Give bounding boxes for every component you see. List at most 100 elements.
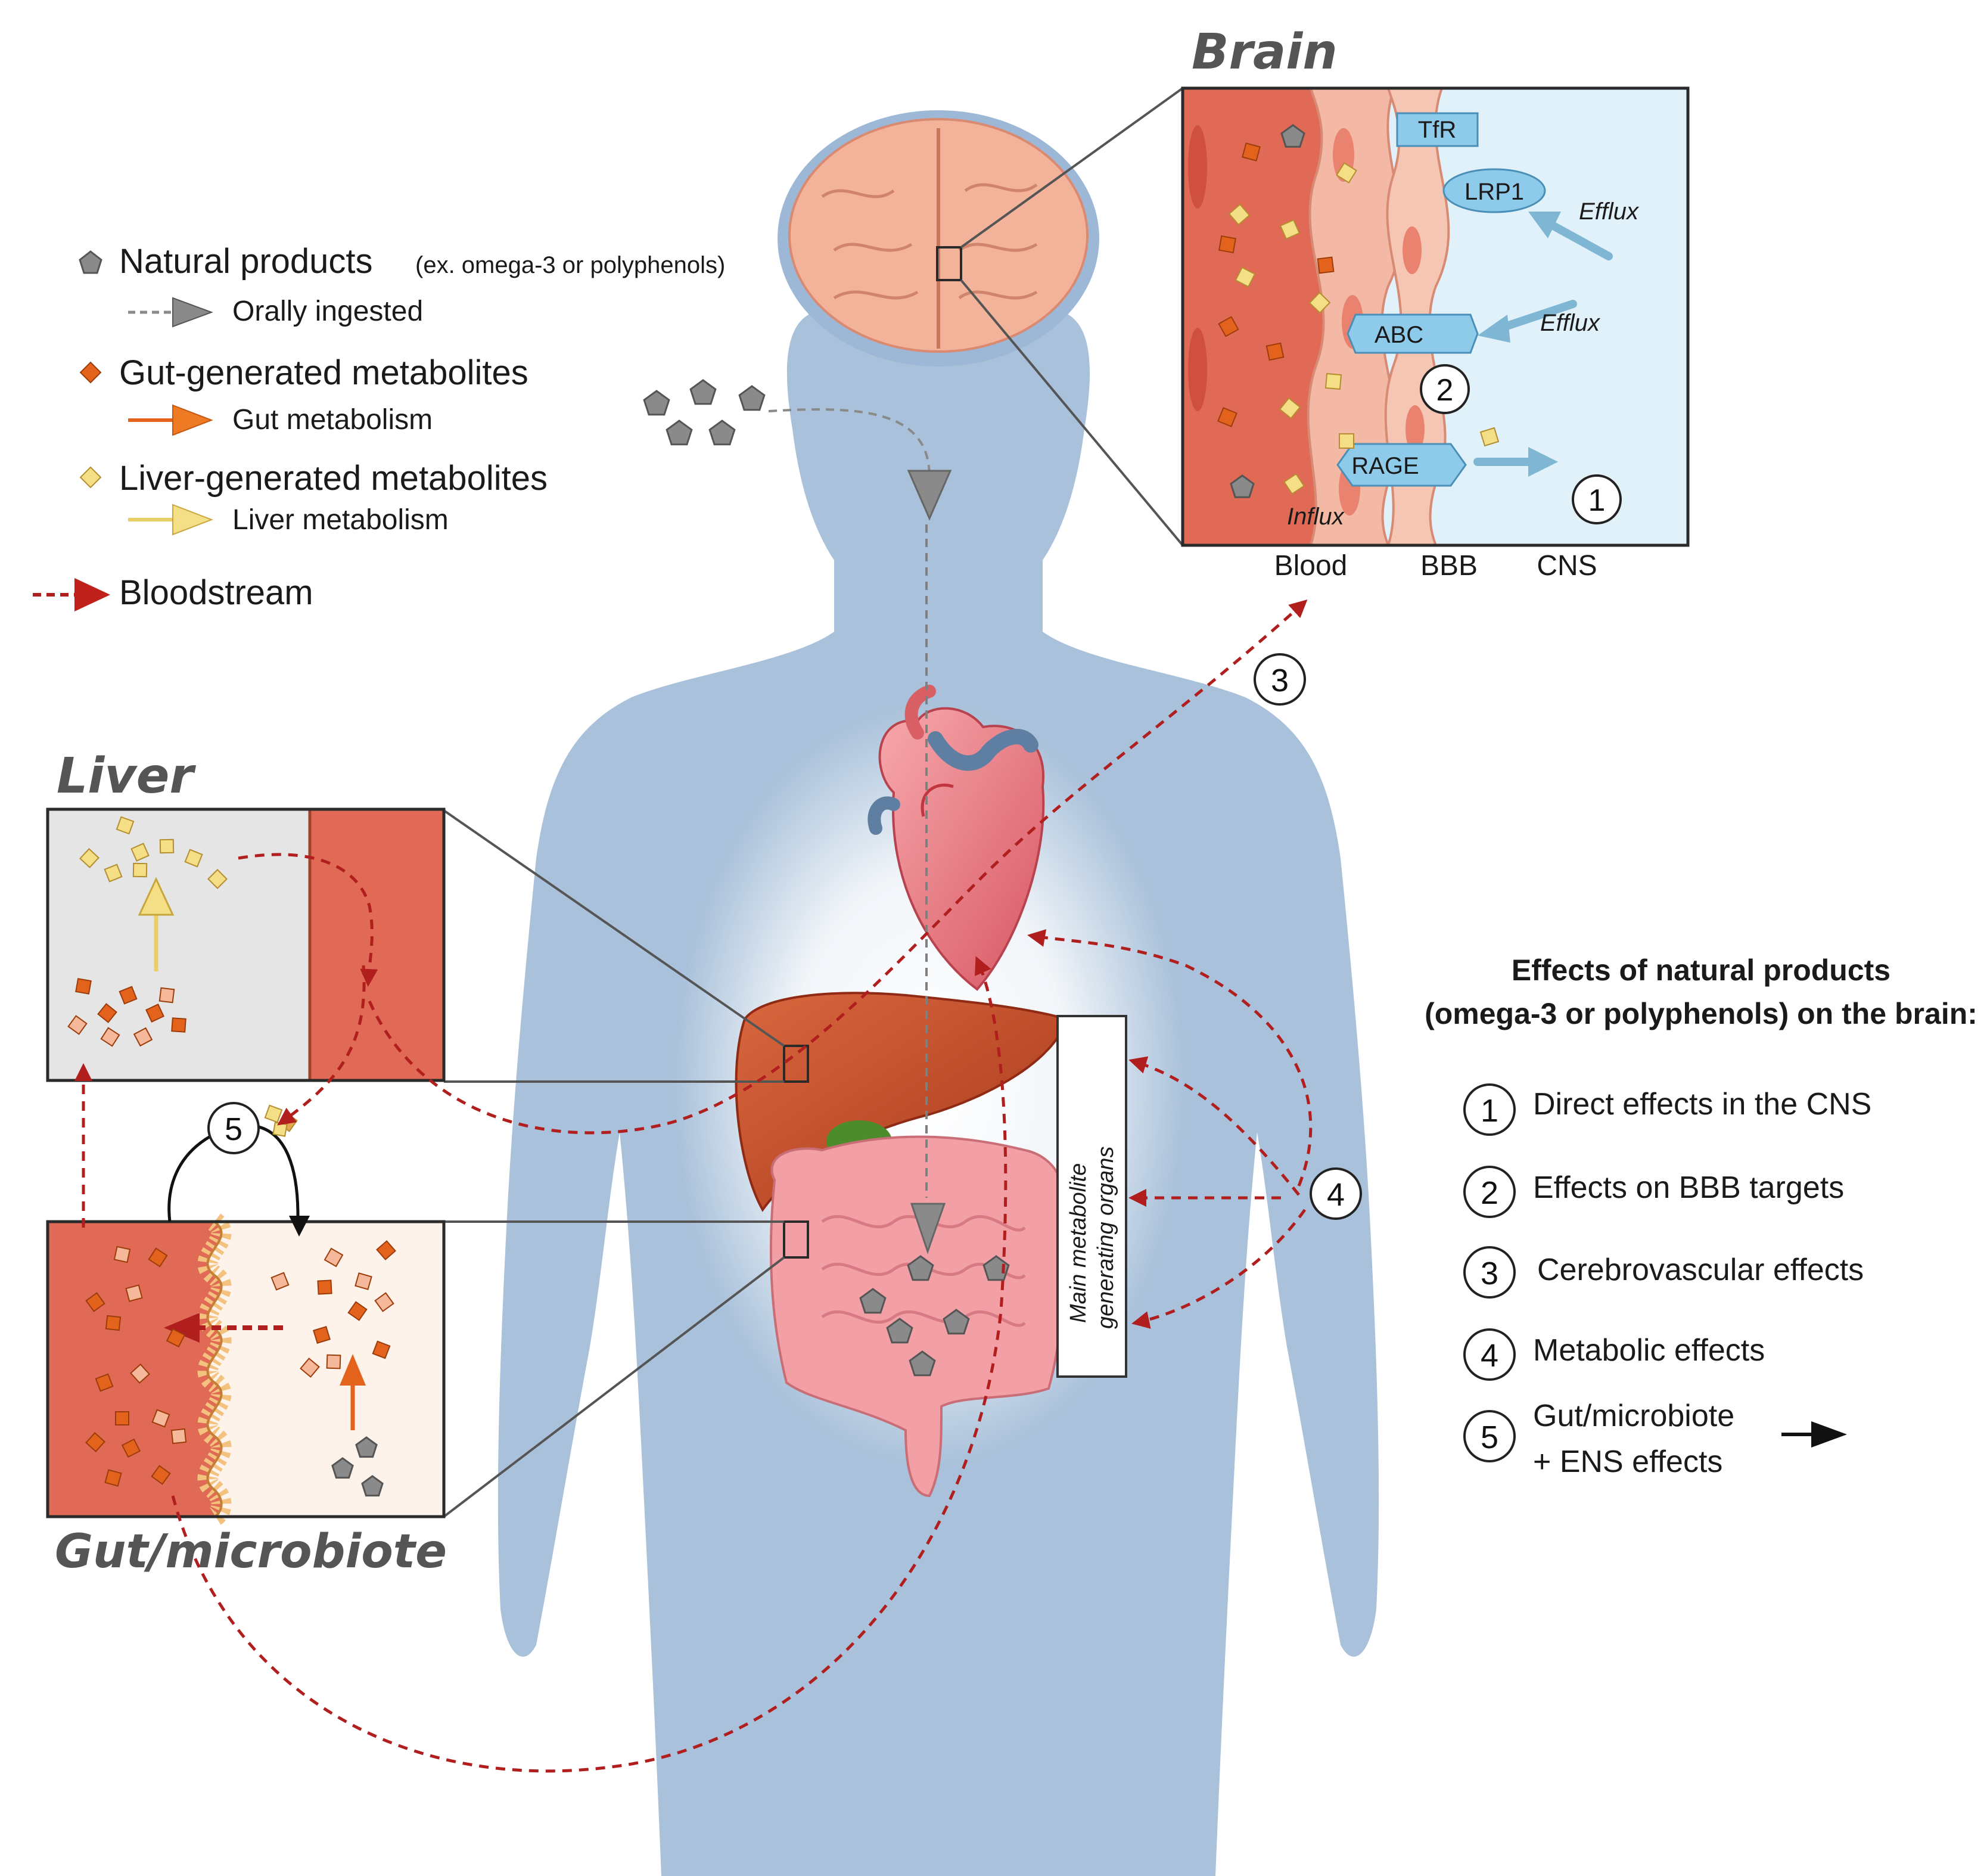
gut-zoom-marker [783, 1220, 809, 1259]
metabolite-particle [376, 1240, 396, 1260]
gut-to-blood-arrow [164, 1313, 283, 1343]
metabolite-particle [170, 1428, 187, 1445]
legend-orally-ingested: Orally ingested [128, 296, 423, 328]
metabolite-particle [1228, 203, 1251, 226]
metabolite-particle [372, 1340, 391, 1359]
yellow-arrow-icon [172, 504, 213, 536]
metabolite-particle [100, 1027, 120, 1047]
svg-text:1: 1 [1588, 483, 1606, 518]
efflux-arrow-1 [1528, 212, 1613, 260]
ingested-products [768, 408, 952, 1254]
effect-number: 1 [1481, 1093, 1498, 1129]
effect-number: 5 [1481, 1420, 1498, 1455]
natural-product-particle [643, 390, 670, 416]
natural-product-particle [982, 1255, 1010, 1281]
legend-liver-metabolism-label: Liver metabolism [232, 504, 449, 536]
natural-product-particle [1280, 124, 1305, 148]
metabolite-particle [133, 1027, 153, 1047]
axis-cns-label: CNS [1537, 550, 1597, 582]
effects-panel: Effects of natural products (omega-3 or … [1425, 953, 1977, 1479]
bloodstream-paths [74, 599, 1313, 1773]
effect-item-3: 3 Cerebrovascular effects [1463, 1246, 1864, 1299]
natural-product-particle [886, 1318, 913, 1344]
metabolite-particle [1279, 219, 1301, 240]
yellow-square-icon [79, 466, 102, 489]
metabolite-particle [130, 843, 150, 862]
metabolite-organs-box: Main metabolite generating organs [1056, 1015, 1127, 1378]
metabolite-particle [130, 1363, 150, 1384]
metabolite-particle [1265, 342, 1285, 361]
effect-number: 4 [1481, 1338, 1498, 1374]
transporter-abc: ABC [1347, 313, 1479, 354]
legend-bloodstream: Bloodstream [33, 573, 313, 612]
red-arrow-icon [74, 578, 110, 611]
liver-title: Liver [57, 748, 196, 805]
metabolite-particle [97, 1003, 117, 1023]
svg-text:2: 2 [1436, 373, 1454, 408]
metabolite-particle [132, 862, 148, 878]
natural-product-particle [909, 1350, 936, 1377]
transporter-lrp1: LRP1 [1442, 168, 1546, 213]
transporter-rage: RAGE [1336, 443, 1467, 487]
metabolite-particle [116, 816, 135, 835]
natural-product-particle [355, 1436, 378, 1458]
metabolite-particle [113, 1246, 131, 1263]
metabolite-particle [119, 986, 138, 1005]
metabolite-particle [67, 1015, 88, 1035]
influx-label: Influx [1287, 504, 1345, 530]
metabolite-particle [105, 1315, 122, 1331]
legend-gut-metabolites-label: Gut-generated metabolites [119, 353, 528, 392]
metabolite-particle [317, 1279, 332, 1295]
marker-5: 5 [207, 1102, 260, 1154]
metabolite-particle [151, 1465, 171, 1485]
metabolite-particle [85, 1432, 105, 1452]
liver-panel-particles [67, 816, 228, 1047]
metabolite-particle [104, 1469, 122, 1487]
natural-product-particle [666, 420, 693, 446]
brain-title: Brain [1192, 24, 1338, 80]
natural-products-particles [643, 379, 1010, 1377]
liver-metabolism-arrow [138, 877, 175, 971]
metabolite-particle [1339, 433, 1354, 449]
metabolite-particle [75, 978, 92, 995]
gut-panel [46, 1213, 446, 1526]
metabolite-particle [1235, 266, 1256, 288]
brain-panel-particles [1217, 124, 1500, 498]
gut-metabolism-arrow [340, 1354, 366, 1430]
svg-text:5: 5 [225, 1111, 242, 1147]
metabolite-particle [166, 1328, 186, 1348]
gut-panel-particles [85, 1240, 396, 1497]
efflux-label-2: Efflux [1540, 310, 1601, 336]
natural-product-particle [361, 1475, 384, 1497]
metabolite-particle [313, 1326, 331, 1344]
metabolite-particle [104, 864, 123, 883]
legend-gut-metabolism-label: Gut metabolism [232, 404, 433, 436]
effect-text: Gut/microbiote [1533, 1399, 1734, 1433]
brain-organ [778, 87, 1184, 546]
lrp1-label: LRP1 [1464, 179, 1524, 205]
efflux-label-1: Efflux [1579, 198, 1640, 225]
metabolite-particle [125, 1284, 143, 1302]
orange-square-icon [79, 361, 102, 384]
natural-product-particle [1230, 474, 1255, 498]
legend-natural-products-label: Natural products [119, 242, 373, 281]
legend-liver-metabolism: Liver metabolism [128, 504, 449, 536]
metabolite-particle [79, 848, 99, 868]
grey-arrow-icon [172, 297, 213, 328]
metabolite-particle [1336, 162, 1357, 184]
svg-text:4: 4 [1327, 1177, 1345, 1213]
metabolite-particle [347, 1301, 368, 1321]
natural-product-particle [708, 420, 736, 446]
metabolite-particle [1218, 316, 1239, 337]
metabolite-particle [324, 1247, 344, 1268]
metabolite-particle [374, 1292, 394, 1312]
pentagon-icon [79, 250, 102, 274]
liver-panel [46, 807, 446, 1082]
legend-orally-ingested-label: Orally ingested [232, 296, 423, 327]
transporter-tfr: TfR [1396, 112, 1479, 147]
metabolite-particle [1279, 397, 1301, 420]
metabolite-particle [270, 1272, 290, 1291]
abc-label: ABC [1375, 322, 1423, 348]
effect-item-4: 4 Metabolic effects [1463, 1328, 1765, 1381]
